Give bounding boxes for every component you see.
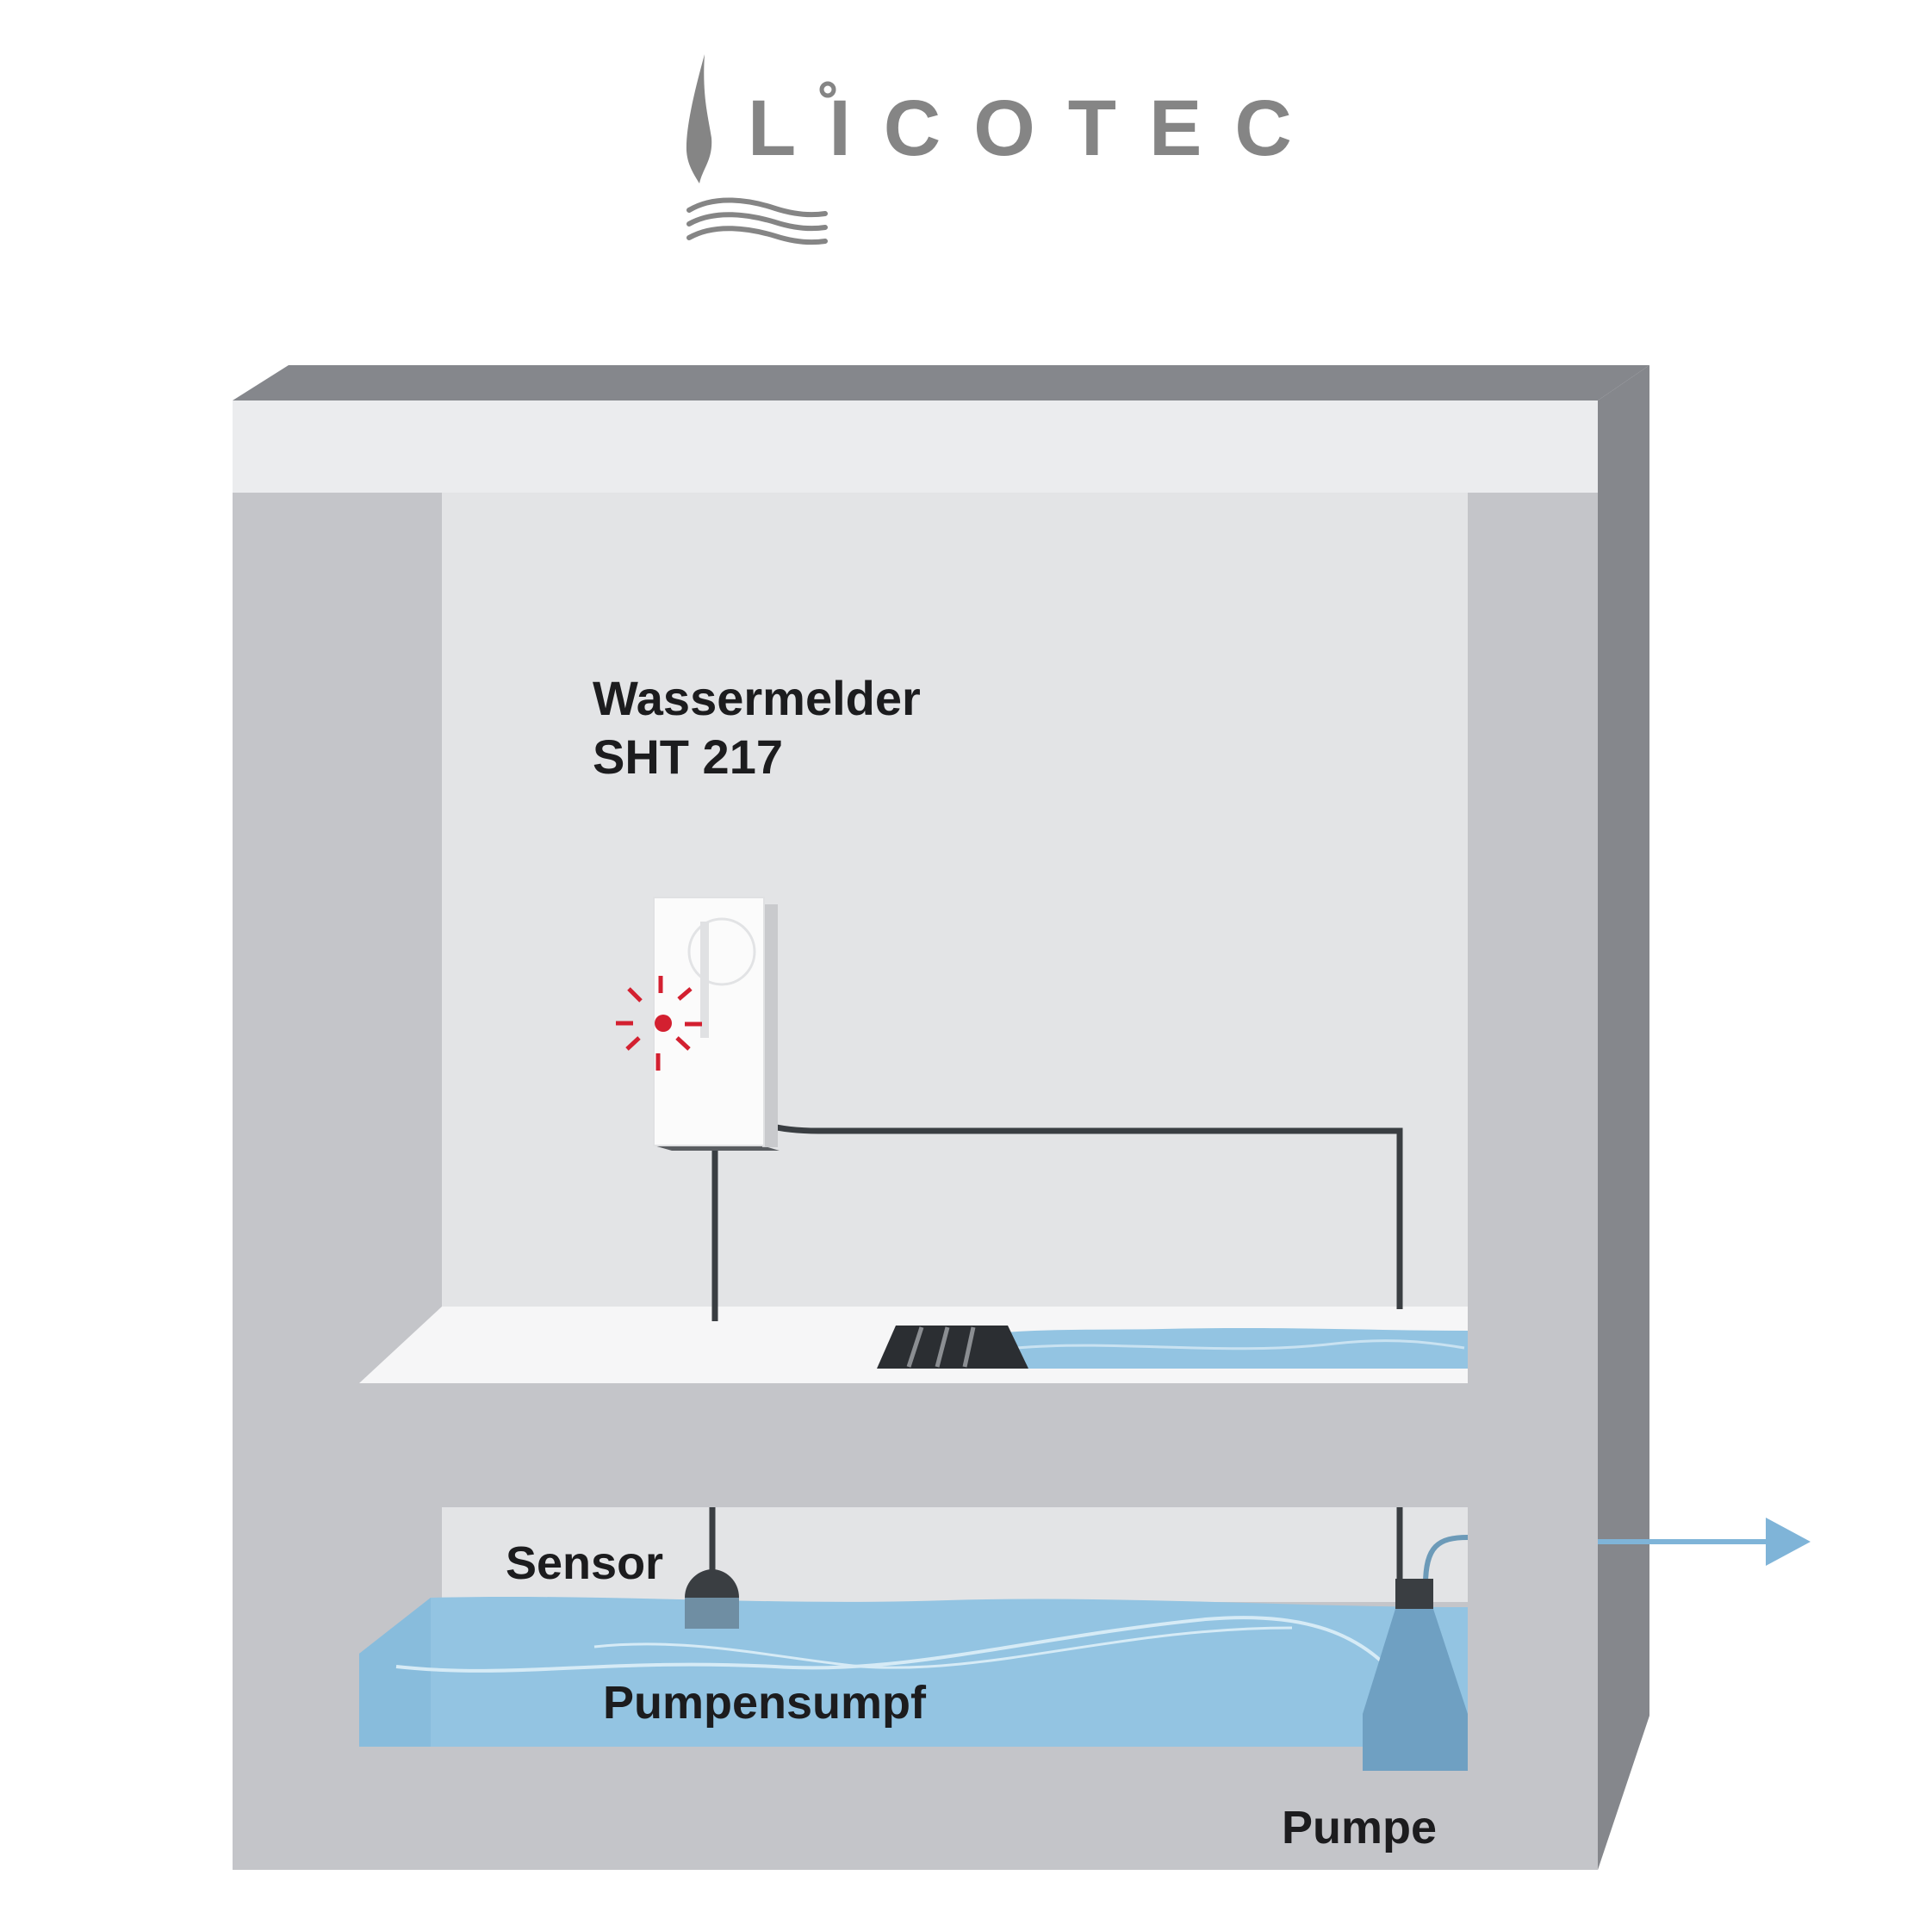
licotec-logo: LICOTEC (686, 54, 1325, 245)
float-sensor-icon (685, 1569, 739, 1629)
floor-drain-icon (877, 1326, 1028, 1369)
ceiling-band (233, 400, 1598, 493)
device-name-label: Wassermelder (593, 671, 921, 725)
building (233, 365, 1811, 1870)
sump-label: Pumpensumpf (603, 1677, 927, 1729)
device-model-label: SHT 217 (593, 730, 783, 784)
upper-room (442, 493, 1468, 1307)
pump-label: Pumpe (1282, 1802, 1437, 1853)
building-side (1598, 365, 1649, 1870)
lower-room (442, 1507, 1468, 1602)
outflow-arrow-icon (1598, 1518, 1811, 1566)
logo-i-dot (819, 81, 836, 98)
building-top-bevel (233, 365, 1649, 400)
alarm-light-icon (616, 976, 702, 1071)
sensor-label: Sensor (506, 1537, 663, 1589)
logo-text: LICOTEC (748, 84, 1325, 172)
water-detector-device (653, 897, 780, 1151)
pump-icon (1363, 1579, 1468, 1771)
flame-icon (686, 54, 712, 183)
waves-icon (686, 197, 828, 245)
